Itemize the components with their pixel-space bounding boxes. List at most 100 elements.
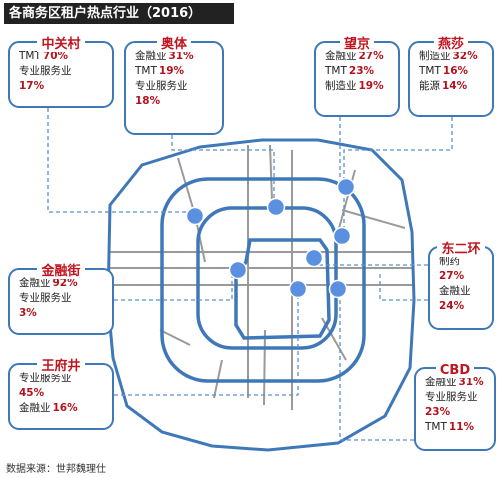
leader-line [379, 272, 428, 301]
industry-row: 专业服务业 18% [135, 79, 216, 109]
district-name: 金融街 [37, 264, 85, 279]
industry-label: 专业服务业 [19, 292, 72, 304]
road [341, 209, 406, 229]
district-name: 望京 [339, 37, 374, 52]
industry-share: 23% [425, 406, 451, 418]
industry-label: 能源 [419, 80, 440, 92]
road [269, 144, 273, 201]
industry-label: 专业服务业 [135, 80, 188, 92]
industry-row: 专业服务业 3% [19, 291, 106, 321]
industry-label: 金融业 [19, 277, 51, 289]
card-title-wangfujing: 王府井 [10, 355, 112, 374]
industry-label: TMT [135, 65, 157, 77]
ring-road-3 [196, 206, 338, 350]
industry-share: 3% [19, 307, 37, 319]
industry-share: 27% [358, 50, 384, 62]
district-name: 中关村 [37, 37, 85, 52]
industry-label: TMT [19, 50, 41, 62]
road [263, 329, 266, 406]
industry-label: 制药 [439, 255, 460, 267]
card-title-yansha: 燕莎 [410, 33, 492, 52]
marker-yansha [332, 226, 352, 246]
card-title-jinrongjie: 金融街 [10, 260, 112, 279]
industry-share: 11% [448, 421, 475, 433]
district-name: 燕莎 [433, 37, 468, 52]
marker-wangfujing [288, 279, 308, 299]
industry-share: 27% [439, 270, 465, 282]
source-note: 数据来源：世邦魏理仕 [6, 464, 106, 475]
industry-share: 17% [19, 80, 45, 92]
industry-row: 专业服务业 17% [19, 64, 106, 94]
industry-label: 金融业 [19, 402, 51, 414]
industry-share: 92% [52, 277, 78, 289]
card-title-donger: 东二环 [430, 238, 492, 257]
card-title-zhongguancun: 中关村 [10, 33, 112, 52]
industry-share: 45% [19, 387, 45, 399]
page-title: 各商务区租户热点行业（2016） [4, 3, 234, 24]
industry-share: 16% [52, 402, 78, 414]
marker-wangjing [336, 177, 356, 197]
industry-share: 24% [439, 300, 465, 312]
industry-label: 专业服务业 [425, 391, 478, 403]
road [159, 329, 191, 346]
district-name: 东二环 [437, 242, 485, 257]
district-name: 王府井 [37, 359, 85, 374]
ring-road-6 [106, 138, 416, 452]
industry-share: 31% [458, 376, 484, 388]
industry-label: 制造业 [419, 50, 451, 62]
card-donger: 东二环制药 27% 金融业 24% [428, 242, 494, 330]
leader-line [114, 289, 299, 396]
ring-road-4 [160, 177, 366, 383]
industry-share: 18% [135, 95, 161, 107]
industry-label: 金融业 [135, 50, 167, 62]
card-title-wangjing: 望京 [316, 33, 398, 52]
marker-cbd [328, 279, 348, 299]
industry-share: 19% [158, 65, 185, 77]
industry-share: 16% [442, 65, 469, 77]
industry-row: 制药 27% [439, 254, 486, 284]
industry-label: 金融业 [425, 376, 457, 388]
leader-line [339, 289, 414, 441]
marker-zhongguancun [185, 206, 205, 226]
industry-label: 制造业 [325, 80, 357, 92]
industry-share: 31% [168, 50, 194, 62]
card-title-aoti: 奥体 [126, 33, 222, 52]
industry-row: 金融业 24% [439, 284, 486, 314]
industry-share: 14% [442, 80, 468, 92]
industry-share: 32% [452, 50, 478, 62]
industry-row: 专业服务业 23% [425, 390, 488, 420]
industry-share: 19% [358, 80, 384, 92]
district-name: CBD [435, 363, 475, 378]
industry-label: TMT [425, 421, 447, 433]
industry-label: 金融业 [325, 50, 357, 62]
industry-label: 专业服务业 [19, 65, 72, 77]
industry-share: 70% [42, 50, 69, 62]
industry-label: TMT [325, 65, 347, 77]
industry-share: 23% [348, 65, 375, 77]
marker-donger [304, 248, 324, 268]
industry-label: 金融业 [439, 285, 471, 297]
district-name: 奥体 [156, 37, 191, 52]
card-title-cbd: CBD [416, 359, 494, 378]
